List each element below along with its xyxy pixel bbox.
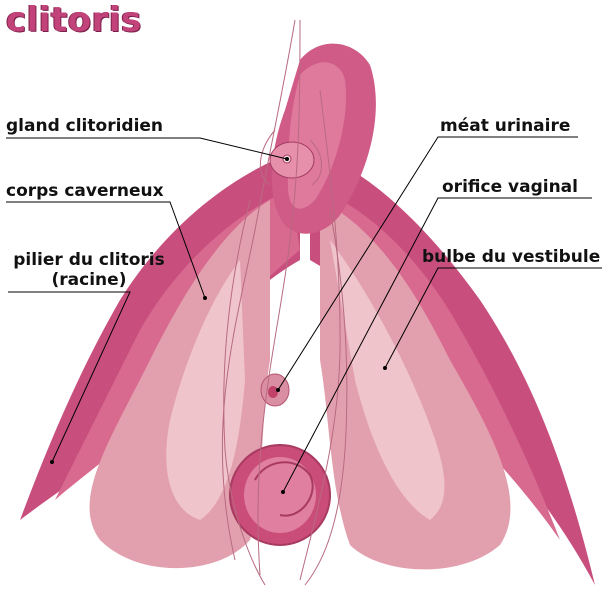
label-corps: corps caverneux (6, 181, 164, 201)
leader-bulbe (384, 267, 602, 369)
label-meat: méat urinaire (440, 116, 571, 136)
leader-pilier (8, 291, 131, 463)
right-bulb-highlight (330, 240, 445, 520)
label-pilier-line1: pilier du clitoris (13, 250, 165, 270)
label-bulbe: bulbe du vestibule (422, 247, 601, 267)
leader-lines (6, 136, 602, 493)
leader-meat (277, 136, 578, 391)
vaginal-orifice-inner (244, 457, 316, 533)
contour-lines (221, 19, 348, 586)
label-pilier-line2: (racine) (51, 270, 127, 290)
leader-gland (6, 137, 288, 160)
label-gland: gland clitoridien (6, 116, 164, 136)
glans (269, 141, 315, 179)
vaginal-orifice-fold (254, 461, 314, 517)
label-pilier: pilier du clitoris (racine) (8, 250, 170, 290)
leader-dots (50, 157, 387, 494)
label-orifice: orifice vaginal (442, 177, 578, 197)
right-bulb (320, 200, 511, 570)
urethral-meatus-inner (268, 386, 278, 398)
leader-corps (6, 201, 206, 299)
diagram-title: clitoris (6, 0, 142, 40)
leader-orifice (282, 197, 592, 493)
